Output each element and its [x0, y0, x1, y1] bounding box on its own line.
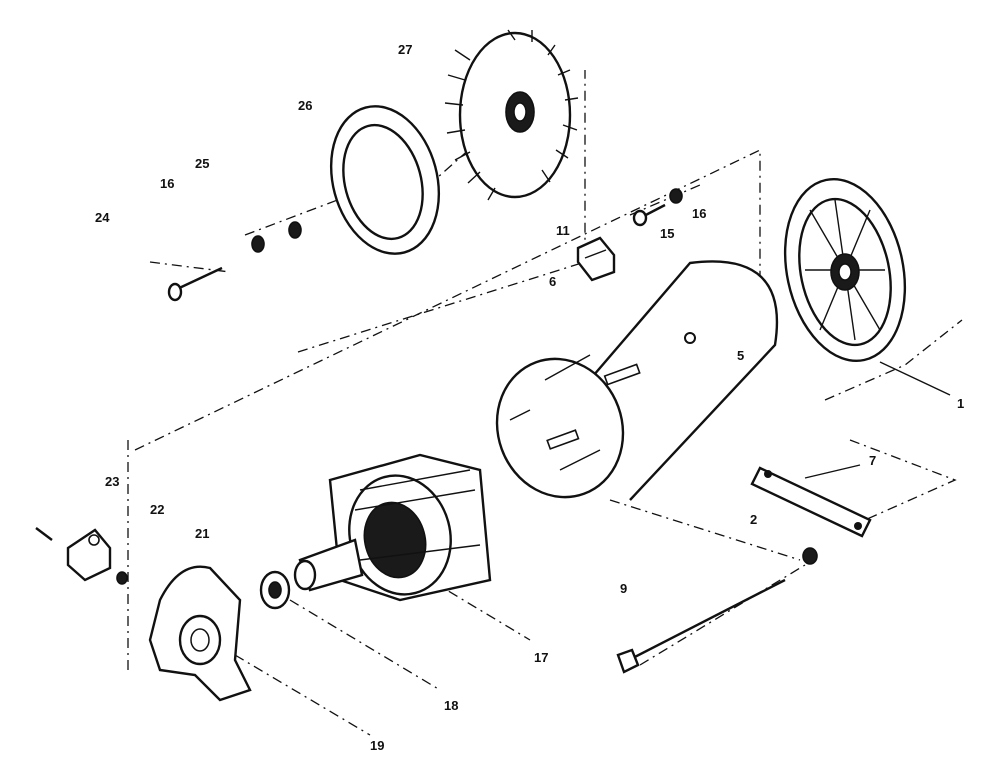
bracket-lines — [127, 70, 963, 670]
callout-16-right: 16 — [692, 206, 707, 221]
callout-5: 5 — [737, 348, 745, 363]
brush-holder-part — [576, 236, 616, 282]
fan-blade-part — [444, 29, 579, 201]
terminal-block-part — [35, 527, 128, 585]
through-bolt-part — [167, 221, 302, 302]
callout-17: 17 — [534, 650, 549, 665]
rotor-part — [293, 453, 492, 602]
callout-16-left: 16 — [160, 176, 175, 191]
callout-15: 15 — [660, 226, 675, 241]
end-bell-part — [783, 178, 907, 362]
callout-22: 22 — [150, 502, 165, 517]
strap-part — [750, 466, 872, 538]
callout-1: 1 — [957, 396, 965, 411]
nut-part — [802, 547, 818, 565]
rear-plate-part — [148, 565, 252, 702]
callout-6: 6 — [549, 274, 557, 289]
callout-21: 21 — [195, 526, 210, 541]
callout-2: 2 — [750, 512, 758, 527]
callout-19: 19 — [370, 738, 385, 753]
baffle-ring-part — [329, 105, 441, 255]
stator-housing-part — [495, 260, 779, 501]
bearing-part — [259, 570, 291, 610]
callout-9: 9 — [620, 581, 628, 596]
callout-7: 7 — [869, 453, 877, 468]
callout-26: 26 — [298, 98, 313, 113]
callout-18: 18 — [444, 698, 459, 713]
callout-23: 23 — [105, 474, 120, 489]
callout-24: 24 — [95, 210, 110, 225]
long-rod-part — [616, 578, 786, 674]
callout-11: 11 — [556, 223, 570, 238]
screw-part — [632, 188, 683, 227]
callout-27: 27 — [398, 42, 413, 57]
callout-25: 25 — [195, 156, 210, 171]
